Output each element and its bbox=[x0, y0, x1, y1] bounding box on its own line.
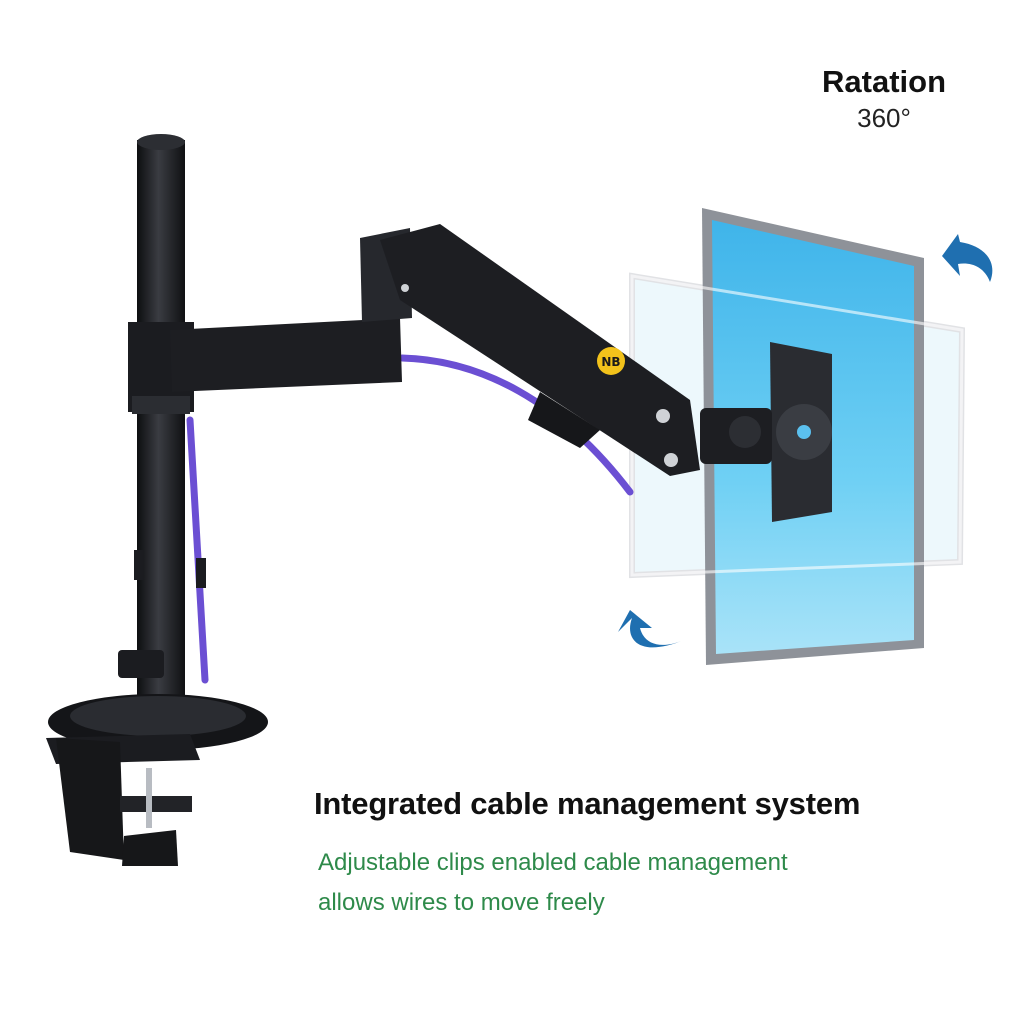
pole bbox=[118, 134, 206, 700]
vesa-plate bbox=[770, 342, 832, 522]
tilt-head bbox=[700, 408, 772, 464]
rotate-arrow-icon bbox=[618, 610, 684, 648]
cable bbox=[186, 354, 634, 684]
rotate-arrow-icon bbox=[942, 234, 993, 282]
feature-description-line: allows wires to move freely bbox=[318, 889, 605, 916]
lower-arm bbox=[170, 228, 412, 392]
desk-clamp bbox=[46, 694, 268, 866]
feature-description: Adjustable clips enabled cable managemen… bbox=[318, 843, 878, 923]
brand-badge: NB bbox=[597, 347, 625, 375]
monitor-ghost-outline bbox=[630, 274, 964, 577]
rotation-angle: 360° bbox=[857, 103, 911, 133]
upper-arm bbox=[380, 224, 700, 476]
feature-headline: Integrated cable management system bbox=[314, 786, 861, 821]
rotation-title: Ratation bbox=[822, 64, 946, 99]
feature-description-line: Adjustable clips enabled cable managemen… bbox=[318, 849, 788, 876]
brand-badge-text: NB bbox=[601, 355, 620, 369]
